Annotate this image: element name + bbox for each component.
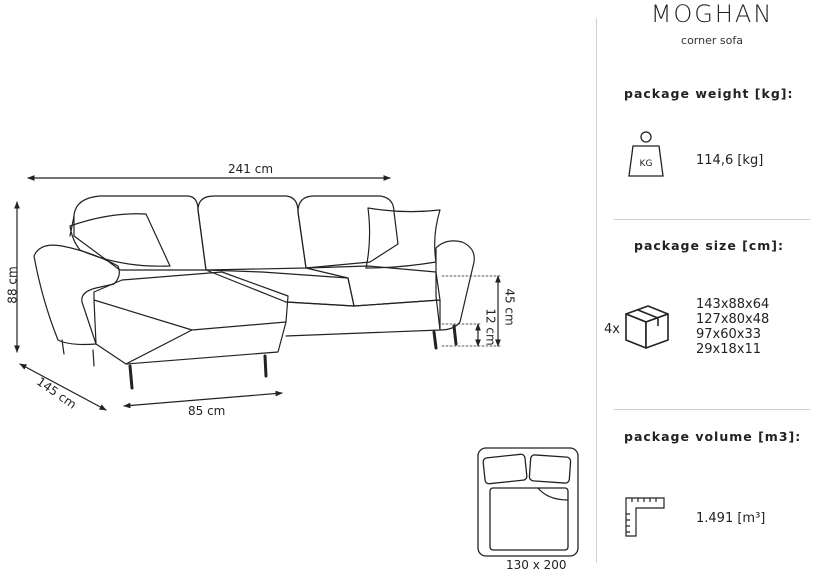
right-arm <box>435 240 475 331</box>
width-label: 241 cm <box>228 162 274 176</box>
volume-icon <box>625 497 665 537</box>
pillow <box>365 207 441 269</box>
box-icon <box>625 305 669 349</box>
back-cushion <box>197 195 307 271</box>
leg <box>452 324 458 346</box>
package-volume-value: 1.491 [m³] <box>696 511 766 526</box>
package-volume-heading: package volume [m3]: <box>624 429 802 444</box>
section-divider <box>614 219 810 220</box>
seat-cushion <box>305 265 441 307</box>
left-arm <box>33 244 120 346</box>
leg <box>61 339 65 355</box>
leg <box>128 364 134 390</box>
depth-dim-line <box>19 363 107 411</box>
weight-icon <box>628 131 664 177</box>
section-divider <box>614 409 810 410</box>
chaise-cushion <box>93 271 289 331</box>
pillow <box>69 213 171 267</box>
package-size-list: 143x88x64 127x80x48 97x60x33 29x18x11 <box>696 297 769 357</box>
seat-cushion <box>205 269 355 307</box>
leg <box>92 349 95 367</box>
package-weight-value: 114,6 [kg] <box>696 153 764 168</box>
package-size-item: 143x88x64 <box>696 297 770 312</box>
chaise-dim-line <box>123 390 283 409</box>
bed-size-label: 130 x 200 <box>506 558 567 572</box>
panel-divider <box>596 18 597 563</box>
product-type: corner sofa <box>681 34 743 47</box>
package-size-item: 29x18x11 <box>696 342 762 357</box>
back-cushion <box>297 195 399 269</box>
weight-icon-label: KG <box>640 159 653 169</box>
package-size-item: 97x60x33 <box>696 327 762 342</box>
back-cushion <box>73 195 207 271</box>
leg <box>432 330 438 350</box>
package-count: 4x <box>604 322 620 337</box>
package-size-item: 127x80x48 <box>696 312 770 327</box>
package-size-heading: package size [cm]: <box>634 238 785 253</box>
package-weight-heading: package weight [kg]: <box>624 86 794 101</box>
bed-icon <box>477 447 579 557</box>
product-name: MOGHAN <box>650 0 774 28</box>
leg <box>263 354 268 378</box>
